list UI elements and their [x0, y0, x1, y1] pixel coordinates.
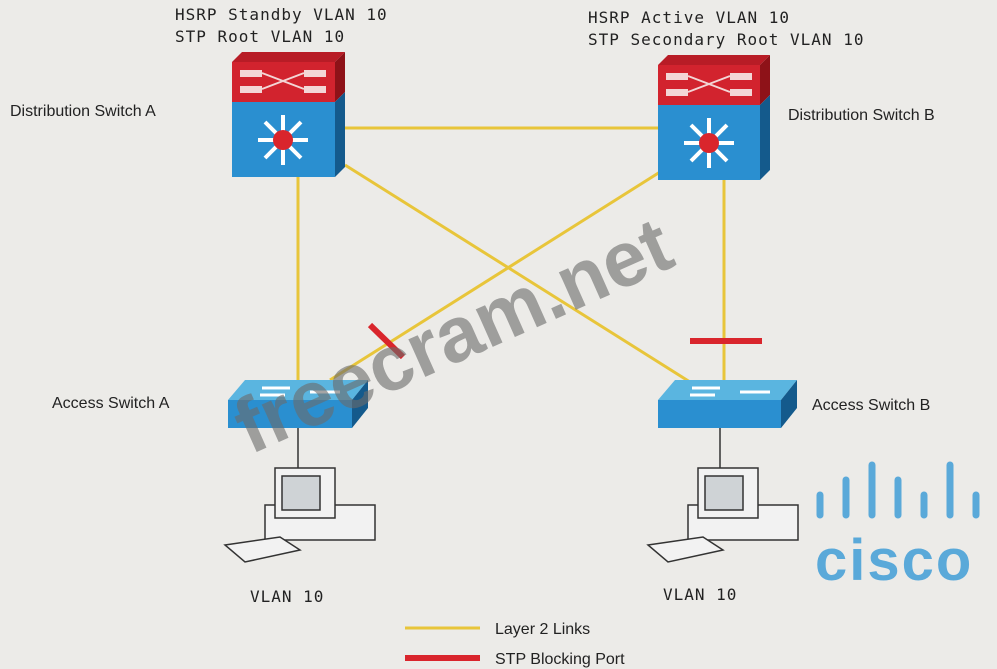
cisco-logo-watermark: cisco [815, 461, 980, 593]
distribution-switch-b-icon[interactable] [658, 55, 770, 180]
vlan-b-label: VLAN 10 [663, 585, 737, 604]
legend-blocking: STP Blocking Port [495, 651, 625, 668]
distribution-switch-a-icon[interactable] [232, 52, 345, 177]
dist-a-label: Distribution Switch A [10, 103, 156, 120]
legend-layer2: Layer 2 Links [495, 621, 590, 638]
pc-b-icon[interactable] [646, 467, 799, 563]
access-switch-b-icon[interactable] [658, 380, 797, 428]
dist-b-hsrp-label: HSRP Active VLAN 10 [588, 8, 790, 27]
dist-b-label: Distribution Switch B [788, 107, 935, 124]
svg-text:cisco: cisco [815, 528, 973, 593]
access-switch-a-icon[interactable] [228, 380, 368, 428]
dist-b-stp-label: STP Secondary Root VLAN 10 [588, 30, 864, 49]
dist-a-hsrp-label: HSRP Standby VLAN 10 [175, 5, 388, 24]
link-dista-accessb [344, 163, 691, 384]
legend: Layer 2 Links STP Blocking Port [405, 621, 625, 668]
pc-a-icon[interactable] [223, 467, 376, 563]
link-distb-accessa [329, 170, 661, 382]
access-b-label: Access Switch B [812, 397, 930, 414]
vlan-a-label: VLAN 10 [250, 587, 324, 606]
access-a-label: Access Switch A [52, 395, 170, 412]
dist-a-stp-label: STP Root VLAN 10 [175, 27, 345, 46]
stp-blocking-mark-a [367, 322, 406, 360]
